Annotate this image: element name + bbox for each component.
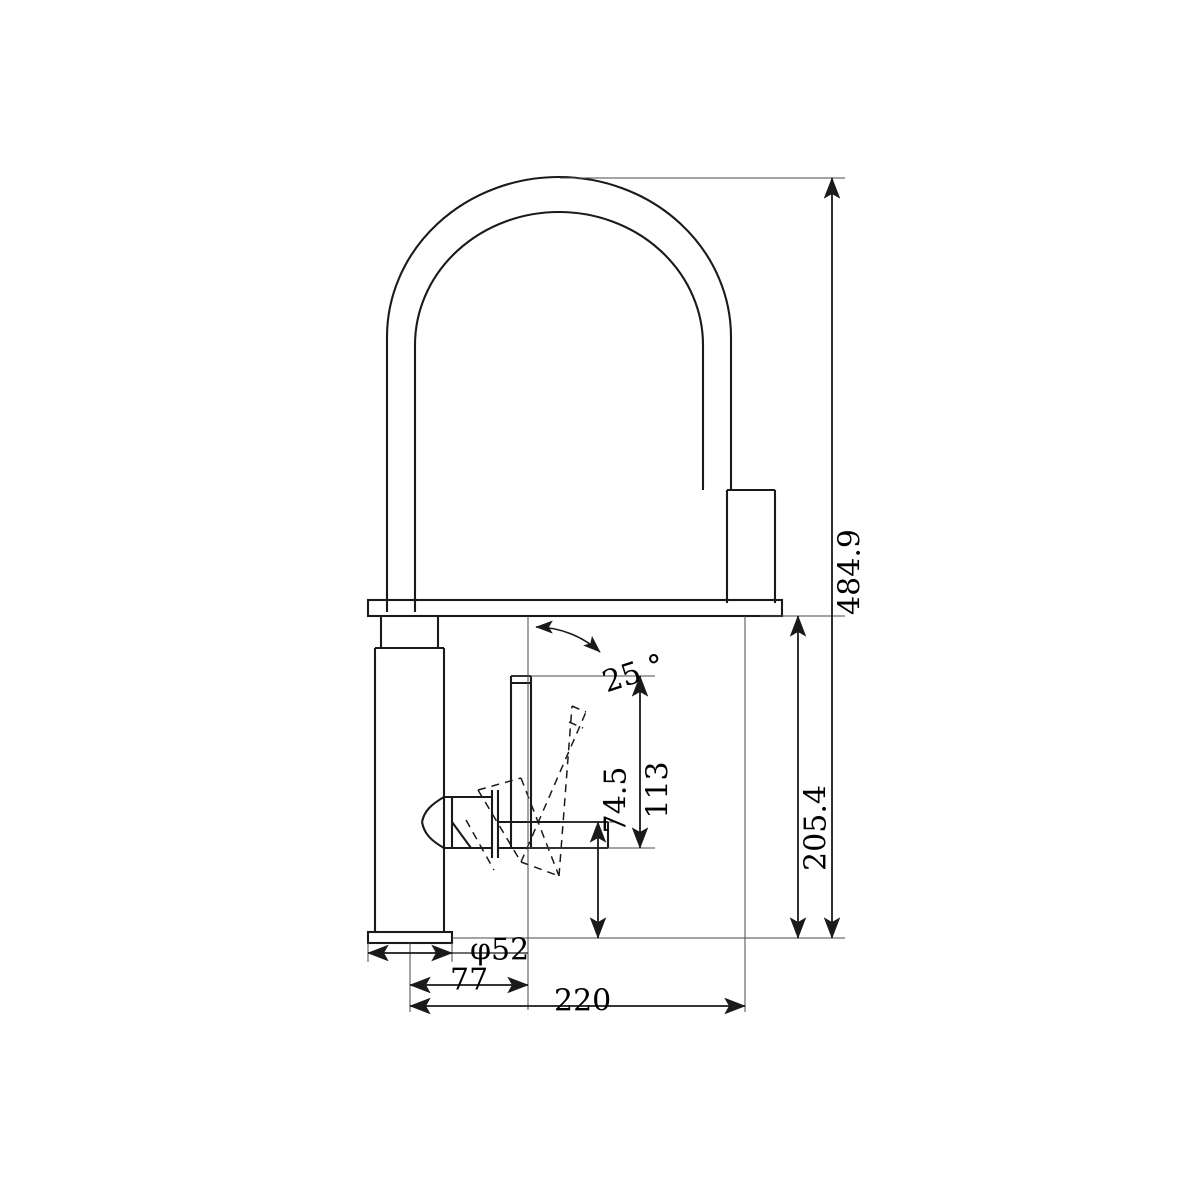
extension-lines (367, 177, 845, 1012)
counter-deck-plate (366, 598, 784, 618)
spout-gooseneck-tube (385, 175, 733, 612)
dimension-overall-height: 484.9 (823, 177, 868, 939)
dimension-overall-height-label: 484.9 (833, 529, 868, 615)
dimension-body-to-handle-label: 77 (450, 963, 488, 998)
dimension-handle-lift: 113 (631, 675, 676, 849)
dimension-handle-angle: 25 ° (535, 620, 669, 700)
dimension-spout-height: 205.4 (789, 615, 834, 939)
dimension-handle-lift-label: 113 (641, 761, 676, 818)
dimension-handle-pivot: 74.5 (589, 767, 634, 939)
dimension-base-diameter: φ52 (367, 933, 529, 968)
dimension-body-to-handle: 77 (409, 963, 529, 998)
dimension-spout-height-label: 205.4 (799, 785, 834, 871)
dimension-base-diameter-label: φ52 (470, 933, 529, 968)
faucet-body-column (373, 616, 446, 932)
dimension-overall-reach: 220 (409, 984, 746, 1019)
lever-handle-tilted-phantom (465, 705, 587, 877)
handle-hub-housing (442, 790, 500, 858)
base-flange (366, 930, 454, 945)
dimension-overall-reach-label: 220 (554, 984, 611, 1019)
dimension-handle-pivot-label: 74.5 (599, 767, 634, 834)
dimension-handle-angle-label: 25 ° (598, 647, 668, 700)
spout-outlet-nozzle (725, 488, 777, 603)
